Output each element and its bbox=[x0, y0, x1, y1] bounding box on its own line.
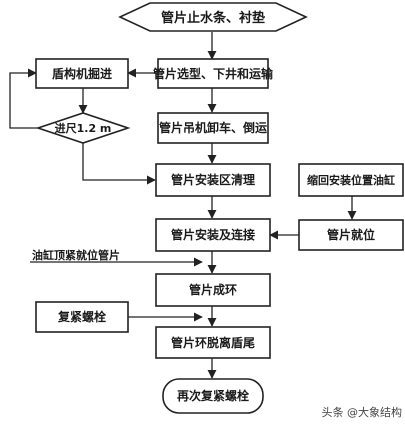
in-place-box bbox=[298, 219, 404, 251]
install-box bbox=[155, 218, 271, 252]
node-cylinder-tight: 油缸顶紧就位管片 bbox=[32, 248, 120, 262]
arrow-decision-to-clean bbox=[82, 143, 156, 185]
leave-tail-label: 管片环脱离盾尾 bbox=[171, 335, 255, 350]
clean-label: 管片安装区清理 bbox=[171, 172, 255, 187]
start-label: 管片止水条、衬垫 bbox=[161, 10, 265, 26]
retighten-label: 复紧螺栓 bbox=[57, 309, 106, 324]
node-shield-advance: 盾构机掘进 bbox=[35, 58, 129, 89]
arrow-decision-loop bbox=[9, 68, 38, 129]
node-leave-tail: 管片环脱离盾尾 bbox=[155, 326, 271, 359]
leave-tail-box bbox=[155, 326, 271, 359]
node-step-select: 管片选型、下井和运输 bbox=[153, 58, 274, 89]
node-in-place: 管片就位 bbox=[298, 219, 404, 251]
start-hexagon bbox=[118, 2, 308, 32]
shield-advance-box bbox=[35, 58, 129, 89]
retract-box bbox=[298, 163, 404, 197]
node-ring: 管片成环 bbox=[155, 273, 271, 307]
end-terminal bbox=[162, 378, 264, 414]
decision-diamond bbox=[35, 112, 131, 144]
node-start: 管片止水条、衬垫 bbox=[118, 2, 308, 32]
crane-label: 管片吊机卸车、倒运 bbox=[159, 120, 267, 135]
retract-label: 缩回安装位置油缸 bbox=[307, 173, 395, 187]
node-install: 管片安装及连接 bbox=[155, 218, 271, 252]
ring-label: 管片成环 bbox=[189, 282, 237, 297]
node-decision: 进尺1.2 m bbox=[35, 112, 131, 144]
step-select-label: 管片选型、下井和运输 bbox=[153, 66, 274, 81]
end-label: 再次复紧螺栓 bbox=[177, 388, 249, 403]
node-retighten: 复紧螺栓 bbox=[35, 301, 129, 333]
node-crane: 管片吊机卸车、倒运 bbox=[157, 112, 269, 144]
decision-label: 进尺1.2 m bbox=[55, 121, 112, 135]
crane-box bbox=[157, 112, 269, 144]
install-label: 管片安装及连接 bbox=[171, 227, 255, 242]
in-place-label: 管片就位 bbox=[327, 227, 375, 242]
node-end: 再次复紧螺栓 bbox=[162, 378, 264, 414]
node-retract: 缩回安装位置油缸 bbox=[298, 163, 404, 197]
connectors bbox=[9, 32, 357, 379]
cylinder-tight-label: 油缸顶紧就位管片 bbox=[32, 248, 120, 262]
retighten-box bbox=[35, 301, 129, 333]
step-select-box bbox=[157, 58, 269, 89]
node-clean: 管片安装区清理 bbox=[155, 163, 271, 197]
ring-box bbox=[155, 273, 271, 307]
shield-advance-label: 盾构机掘进 bbox=[52, 66, 112, 81]
watermark: 头条 @大象结构 bbox=[322, 405, 403, 419]
clean-box bbox=[155, 163, 271, 197]
